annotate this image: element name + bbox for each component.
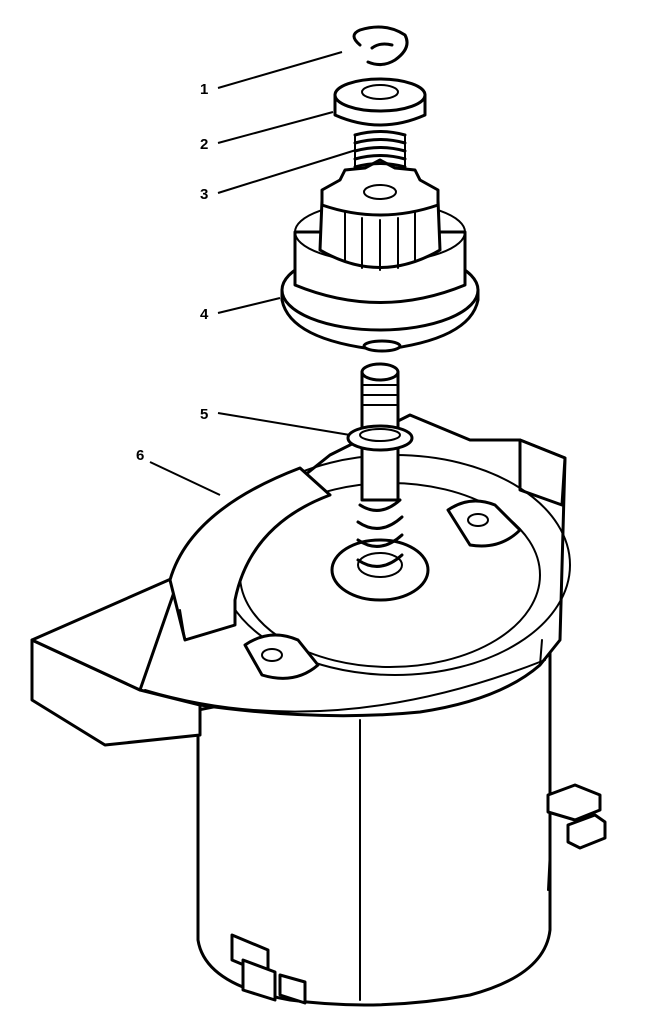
leader-6 bbox=[149, 461, 221, 496]
callout-1: 1 bbox=[200, 81, 208, 98]
callout-4: 4 bbox=[200, 306, 209, 323]
callout-3: 3 bbox=[200, 186, 208, 203]
leader-2 bbox=[217, 111, 334, 144]
leader-3 bbox=[217, 149, 357, 194]
mounting-bracket bbox=[30, 413, 571, 747]
retaining-ring bbox=[352, 25, 409, 67]
stop-nut bbox=[333, 77, 427, 127]
spring bbox=[353, 130, 407, 169]
motor-housing bbox=[196, 638, 607, 1007]
dust-cover bbox=[168, 466, 332, 642]
callout-2: 2 bbox=[200, 136, 208, 153]
callout-5: 5 bbox=[200, 406, 208, 423]
mount-ear-right bbox=[446, 499, 522, 548]
thrust-washer bbox=[346, 424, 414, 452]
leader-1 bbox=[217, 51, 343, 89]
callout-6: 6 bbox=[136, 447, 144, 464]
leader-5 bbox=[217, 412, 351, 436]
leader-lines bbox=[149, 51, 357, 496]
leader-4 bbox=[217, 297, 281, 314]
mount-ear-left bbox=[243, 633, 320, 680]
callout-labels: 1 2 3 4 5 6 bbox=[136, 81, 209, 464]
pinion-gear bbox=[280, 158, 480, 353]
